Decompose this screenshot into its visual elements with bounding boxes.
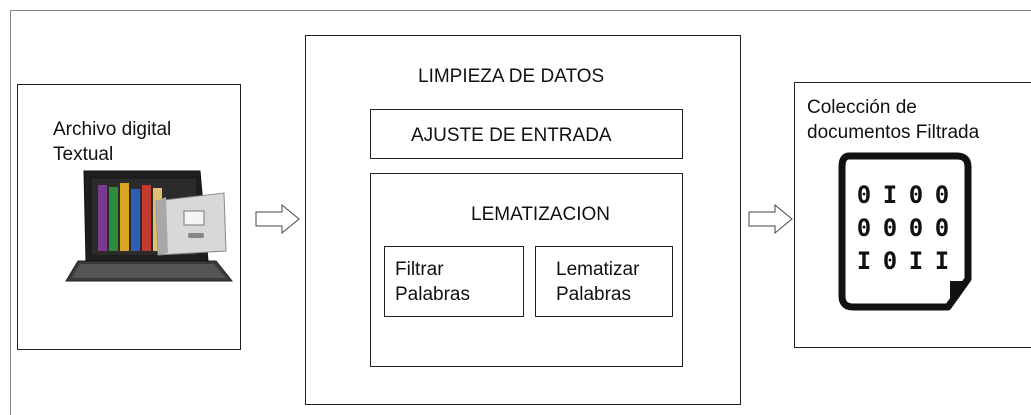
binary-digit: 0 bbox=[935, 181, 949, 209]
binary-digit: 0 bbox=[909, 181, 923, 209]
data-cleaning-title: LIMPIEZA DE DATOS bbox=[418, 66, 605, 87]
arrow-right-icon bbox=[748, 203, 793, 235]
lemmatization-title: LEMATIZACION bbox=[471, 204, 610, 225]
binary-digit: I bbox=[909, 247, 923, 275]
data-cleaning-box: LIMPIEZA DE DATOS AJUSTE DE ENTRADA LEMA… bbox=[305, 35, 741, 405]
binary-digit: I bbox=[883, 181, 897, 209]
lemmatize-words-label: Lematizar Palabras bbox=[556, 259, 640, 305]
input-adjust-box: AJUSTE DE ENTRADA bbox=[370, 109, 683, 159]
filter-words-label: Filtrar Palabras bbox=[395, 259, 470, 305]
input-box: Archivo digital Textual bbox=[17, 84, 241, 350]
binary-digit: I bbox=[935, 247, 949, 275]
binary-digit: 0 bbox=[909, 214, 923, 242]
input-adjust-label: AJUSTE DE ENTRADA bbox=[411, 125, 612, 146]
laptop-file-cabinet-icon bbox=[65, 170, 234, 282]
binary-digit: 0 bbox=[883, 247, 897, 275]
lemmatize-words-box: Lematizar Palabras bbox=[535, 246, 673, 317]
filter-words-box: Filtrar Palabras bbox=[384, 246, 524, 317]
output-box-label: Colección de documentos Filtrada bbox=[807, 97, 980, 143]
diagram-frame bbox=[10, 10, 1031, 415]
binary-digit: 0 bbox=[857, 181, 871, 209]
binary-digit: I bbox=[857, 247, 871, 275]
binary-digit: 0 bbox=[935, 214, 949, 242]
binary-digit: 0 bbox=[883, 214, 897, 242]
lemmatization-box: LEMATIZACION Filtrar Palabras Lematizar … bbox=[370, 173, 683, 367]
arrow-right-icon bbox=[255, 203, 300, 235]
input-box-label: Archivo digital Textual bbox=[53, 119, 172, 165]
binary-digit: 0 bbox=[857, 214, 871, 242]
